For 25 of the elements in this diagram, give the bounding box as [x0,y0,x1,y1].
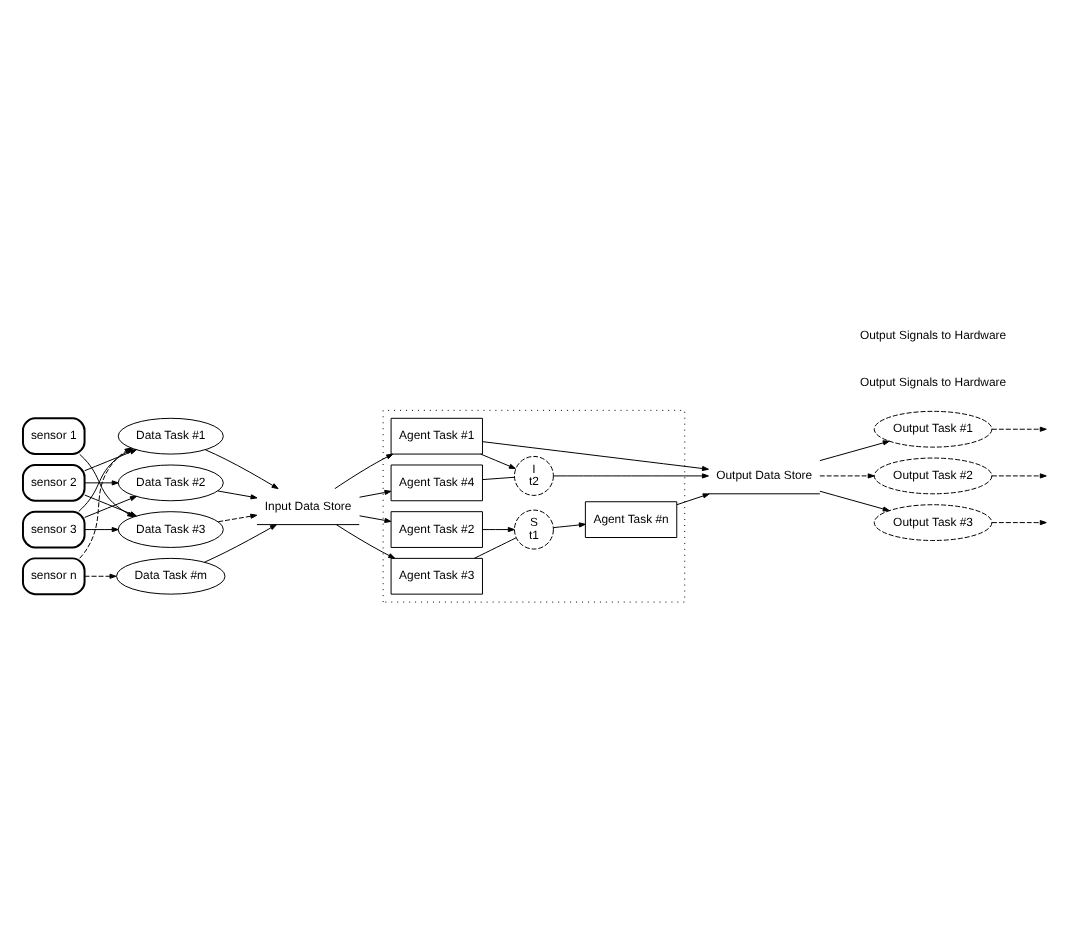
arrow [204,524,277,563]
connector [473,537,517,559]
arrow [819,440,890,462]
arrow [991,426,1047,432]
arrow [359,515,392,523]
arrow [991,520,1047,526]
arrow [334,453,394,490]
arrow [84,573,117,579]
arrow [84,480,119,486]
arrow [991,473,1047,479]
arrow [676,493,710,506]
arrow [217,490,258,500]
arrow [553,473,709,479]
arrow [335,524,396,559]
arrow [553,522,586,529]
arrow [482,527,515,533]
arrow [819,490,890,512]
arrow [480,453,516,470]
arrow [204,449,279,490]
arrow [482,441,709,472]
connector [482,476,515,481]
arrow [84,527,119,533]
arrow [359,489,392,498]
arrow [217,513,258,523]
arrow [819,473,875,479]
